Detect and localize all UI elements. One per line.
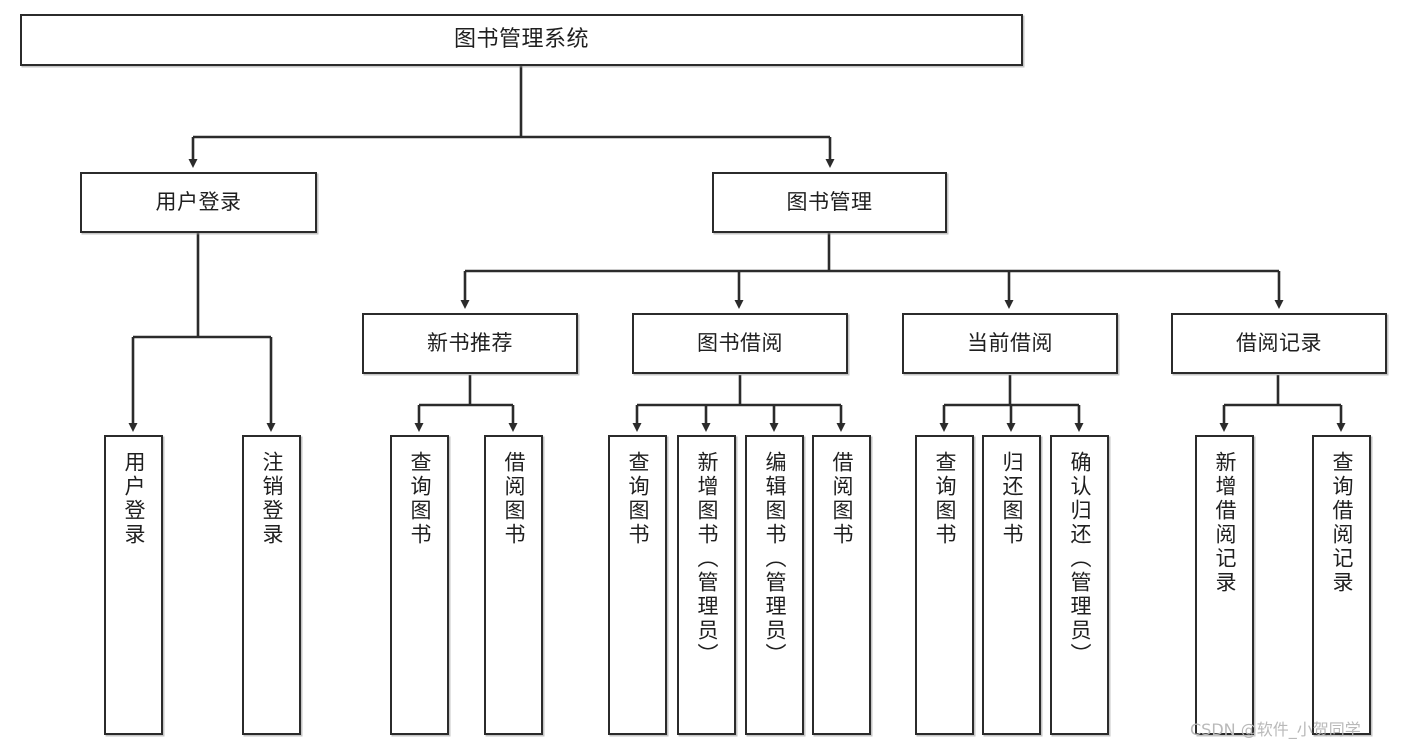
node-label: 查询借阅记录 xyxy=(1330,451,1354,595)
node-label: 查询图书 xyxy=(626,451,650,547)
node-label: 借阅图书 xyxy=(502,451,526,547)
node-label: 借阅图书 xyxy=(830,451,854,547)
node-label: 注销登录 xyxy=(260,451,284,547)
leaf-logout[interactable]: 注销登录 xyxy=(242,435,301,735)
node-borrow-record[interactable]: 借阅记录 xyxy=(1171,313,1387,374)
node-label: 图书借阅 xyxy=(697,331,783,356)
node-label: 当前借阅 xyxy=(967,331,1053,356)
node-label: 借阅记录 xyxy=(1236,331,1322,356)
node-label: 用户登录 xyxy=(155,190,242,215)
node-new-book-recommend[interactable]: 新书推荐 xyxy=(362,313,578,374)
node-current-borrow[interactable]: 当前借阅 xyxy=(902,313,1118,374)
leaf-query-borrow-record[interactable]: 查询借阅记录 xyxy=(1312,435,1371,735)
node-label: 用户登录 xyxy=(122,451,146,547)
node-label: 新书推荐 xyxy=(427,331,513,356)
leaf-query-book-newbook[interactable]: 查询图书 xyxy=(390,435,449,735)
node-root-library-system[interactable]: 图书管理系统 xyxy=(20,14,1023,66)
node-user-login[interactable]: 用户登录 xyxy=(80,172,317,233)
csdn-watermark: CSDN @软件_小贺同学 xyxy=(1190,720,1361,739)
node-label: 编辑图书（管理员） xyxy=(763,451,787,667)
leaf-query-book-borrow[interactable]: 查询图书 xyxy=(608,435,667,735)
node-label: 查询图书 xyxy=(933,451,957,547)
node-book-management[interactable]: 图书管理 xyxy=(712,172,947,233)
node-label: 归还图书 xyxy=(1000,451,1024,547)
leaf-edit-book-admin[interactable]: 编辑图书（管理员） xyxy=(745,435,804,735)
node-book-borrow[interactable]: 图书借阅 xyxy=(632,313,848,374)
node-label: 查询图书 xyxy=(408,451,432,547)
node-label: 图书管理 xyxy=(786,190,873,215)
leaf-confirm-return-admin[interactable]: 确认归还（管理员） xyxy=(1050,435,1109,735)
leaf-add-borrow-record[interactable]: 新增借阅记录 xyxy=(1195,435,1254,735)
leaf-query-book-current[interactable]: 查询图书 xyxy=(915,435,974,735)
node-label: 图书管理系统 xyxy=(453,27,589,53)
leaf-user-login[interactable]: 用户登录 xyxy=(104,435,163,735)
leaf-return-book[interactable]: 归还图书 xyxy=(982,435,1041,735)
node-label: 确认归还（管理员） xyxy=(1068,451,1092,667)
leaf-borrow-book-newbook[interactable]: 借阅图书 xyxy=(484,435,543,735)
leaf-borrow-book[interactable]: 借阅图书 xyxy=(812,435,871,735)
node-label: 新增借阅记录 xyxy=(1213,451,1237,595)
node-label: 新增图书（管理员） xyxy=(695,451,719,667)
leaf-add-book-admin[interactable]: 新增图书（管理员） xyxy=(677,435,736,735)
